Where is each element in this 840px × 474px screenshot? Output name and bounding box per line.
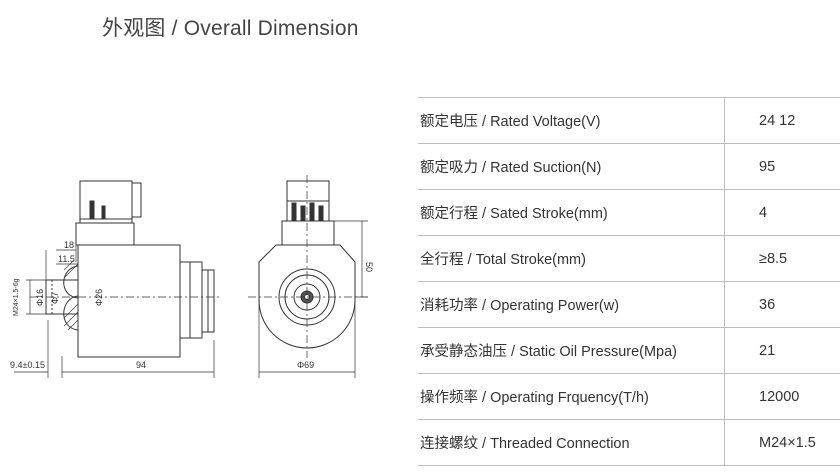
front-view	[248, 175, 368, 378]
spec-value: ≥8.5	[724, 235, 840, 282]
dim-thread: M24×1.5-6g	[13, 278, 20, 316]
spec-table: 额定电压 / Rated Voltage(V) 24 12 额定吸力 / Rat…	[418, 97, 840, 466]
dim-phi26: Φ26	[94, 289, 104, 306]
side-connector-cap	[131, 182, 142, 218]
dim-phi7: Φ7	[50, 292, 60, 304]
spec-value: 24 12	[724, 97, 840, 144]
dim-phi16: Φ16	[35, 289, 45, 306]
spec-value: 21	[724, 327, 840, 374]
table-row: 额定电压 / Rated Voltage(V) 24 12	[418, 97, 840, 144]
dim-11-5: 11.5	[58, 254, 75, 264]
dim-50: 50	[364, 262, 374, 272]
front-connector-base	[281, 220, 335, 246]
spec-value: 36	[724, 281, 840, 328]
table-row: 承受静态油压 / Static Oil Pressure(Mpa) 21	[418, 327, 840, 374]
table-row: 全行程 / Total Stroke(mm) ≥8.5	[418, 235, 840, 282]
table-row: 操作频率 / Operating Frquency(T/h) 12000	[418, 373, 840, 420]
dimension-drawing: 18 11.5 M24×1.5-6g Φ16 Φ7 Φ26 94 9.4±0.1…	[10, 175, 374, 378]
spec-label: 额定吸力 / Rated Suction(N)	[418, 143, 725, 190]
spec-label: 全行程 / Total Stroke(mm)	[418, 235, 725, 282]
spec-value: 95	[724, 143, 840, 190]
side-view	[14, 180, 222, 378]
side-end-nut	[179, 261, 203, 339]
page-title: 外观图 / Overall Dimension	[102, 17, 359, 40]
spec-label: 承受静态油压 / Static Oil Pressure(Mpa)	[418, 327, 725, 374]
dim-18: 18	[64, 240, 74, 250]
dim-9-4: 9.4±0.15	[10, 360, 45, 370]
spec-label: 连接螺纹 / Threaded Connection	[418, 419, 725, 466]
spec-value: 4	[724, 189, 840, 236]
table-row: 连接螺纹 / Threaded Connection M24×1.5	[418, 419, 840, 466]
table-row: 额定吸力 / Rated Suction(N) 95	[418, 143, 840, 190]
spec-value: 12000	[724, 373, 840, 420]
spec-label: 额定行程 / Sated Stroke(mm)	[418, 189, 725, 236]
front-coil-body	[258, 244, 356, 349]
front-connector-top	[286, 180, 330, 202]
table-row: 消耗功率 / Operating Power(w) 36	[418, 281, 840, 328]
spec-label: 操作频率 / Operating Frquency(T/h)	[418, 373, 725, 420]
spec-label: 消耗功率 / Operating Power(w)	[418, 281, 725, 328]
dim-94: 94	[136, 360, 146, 370]
dim-phi69: Φ69	[297, 360, 314, 370]
spec-value: M24×1.5	[724, 419, 840, 466]
table-row: 额定行程 / Sated Stroke(mm) 4	[418, 189, 840, 236]
side-connector-plug	[79, 180, 133, 220]
spec-label: 额定电压 / Rated Voltage(V)	[418, 97, 725, 144]
side-connector-base	[75, 222, 135, 246]
